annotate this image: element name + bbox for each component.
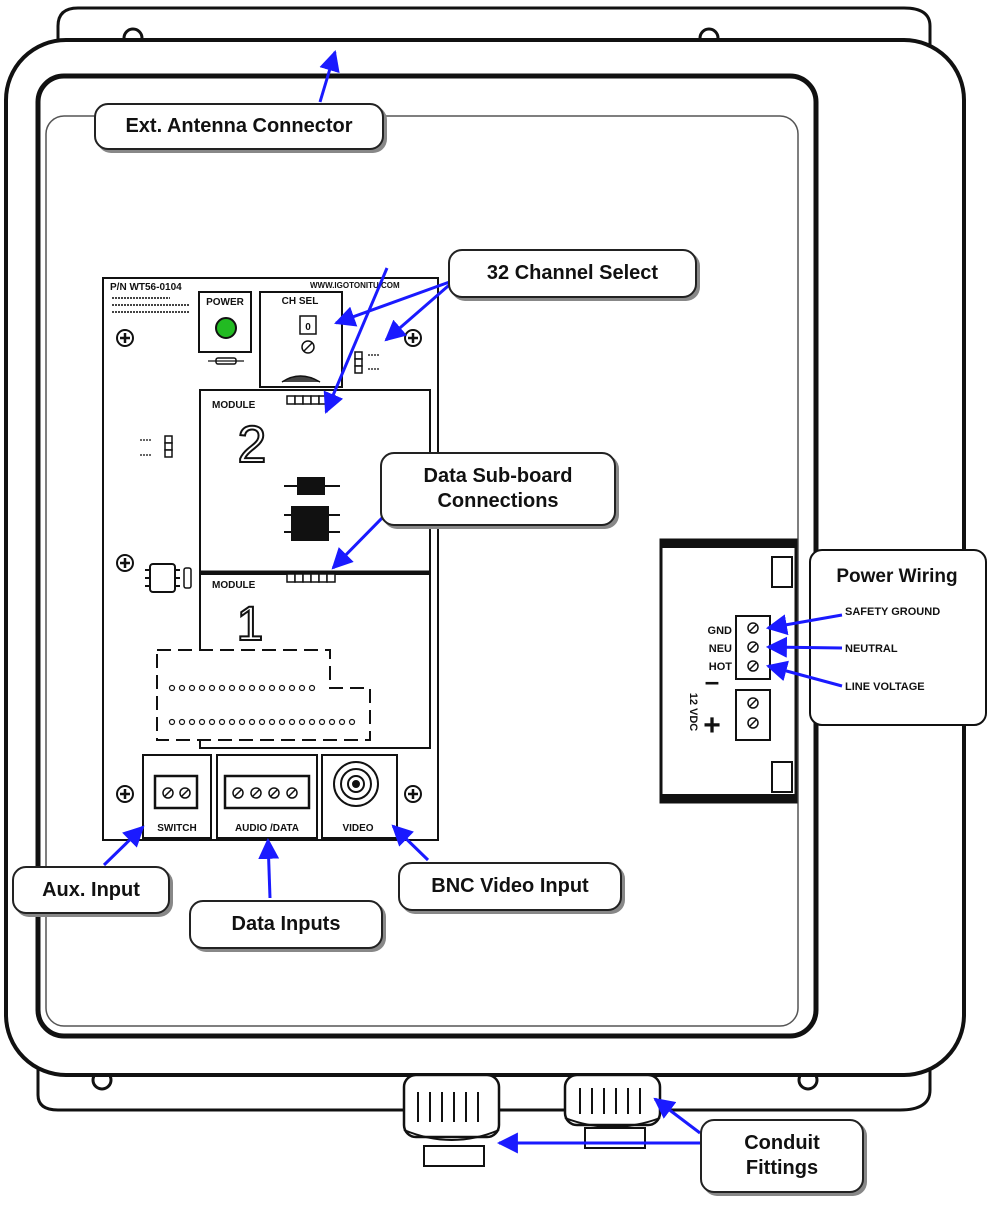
diodes [284,477,340,541]
power-led [215,317,237,339]
part-number-text: P/N WT56-0104 [110,282,182,293]
callout-data-sub-board-line1: Data Sub-board [423,465,573,487]
left-ic [145,563,192,593]
dc-plus-sign: + [703,709,721,742]
wire-neutral: NEUTRAL [845,643,898,655]
callout-conduit-line2: Fittings [745,1157,819,1179]
power-label: POWER [206,297,245,308]
callout-conduit-line1: Conduit [744,1132,820,1154]
video-label: VIDEO [342,823,373,834]
callout-data-inputs: Data Inputs [189,900,383,949]
wire-safety-ground: SAFETY GROUND [845,606,940,618]
audio-data-label: AUDIO /DATA [235,823,299,834]
board-silkscreen [112,297,190,313]
callout-arrows [102,49,843,1154]
callout-antenna: Ext. Antenna Connector [94,103,384,150]
chip-pads-top [168,684,316,692]
channel-dial-window [299,315,317,335]
website-text: WWW.IGOTONITU.COM [310,281,400,290]
power-wiring-title: Power Wiring [836,566,957,587]
callout-conduit-fittings: Conduit Fittings [700,1119,864,1193]
callout-data-sub-board-line2: Connections [437,490,559,512]
callout-aux-input: Aux. Input [12,866,170,914]
dc-voltage-label: 12 VDC [687,693,699,732]
bnc-connector [333,761,379,807]
callout-bnc-video: BNC Video Input [398,862,622,911]
wire-line-voltage: LINE VOLTAGE [845,681,925,693]
switch-label: SWITCH [157,823,196,834]
module-2-number: 2 [238,416,267,474]
module-2-header [286,395,336,405]
module-1-header [286,573,336,583]
terminal-neu: NEU [709,643,732,655]
channel-select-box [259,291,343,388]
channel-jumper [354,351,363,374]
callout-channel-select: 32 Channel Select [448,249,697,298]
callout-data-sub-board: Data Sub-board Connections [380,452,616,526]
left-jumper [164,435,173,458]
module-2-label: MODULE [212,400,256,411]
terminal-gnd: GND [708,625,733,637]
dashed-chip-footprint [156,649,371,741]
module-1-number: 1 [237,598,264,651]
terminal-hot: HOT [709,661,733,673]
conduit-fitting-left [402,1073,501,1167]
dc-minus-sign: – [705,666,719,696]
module-1-label: MODULE [212,580,256,591]
ch-sel-label: CH SEL [282,296,319,307]
chip-pads-bottom [168,718,356,726]
conduit-fitting-right [563,1073,662,1149]
channel-dial-value: 0 [305,322,311,333]
power-wiring-panel [809,549,987,726]
